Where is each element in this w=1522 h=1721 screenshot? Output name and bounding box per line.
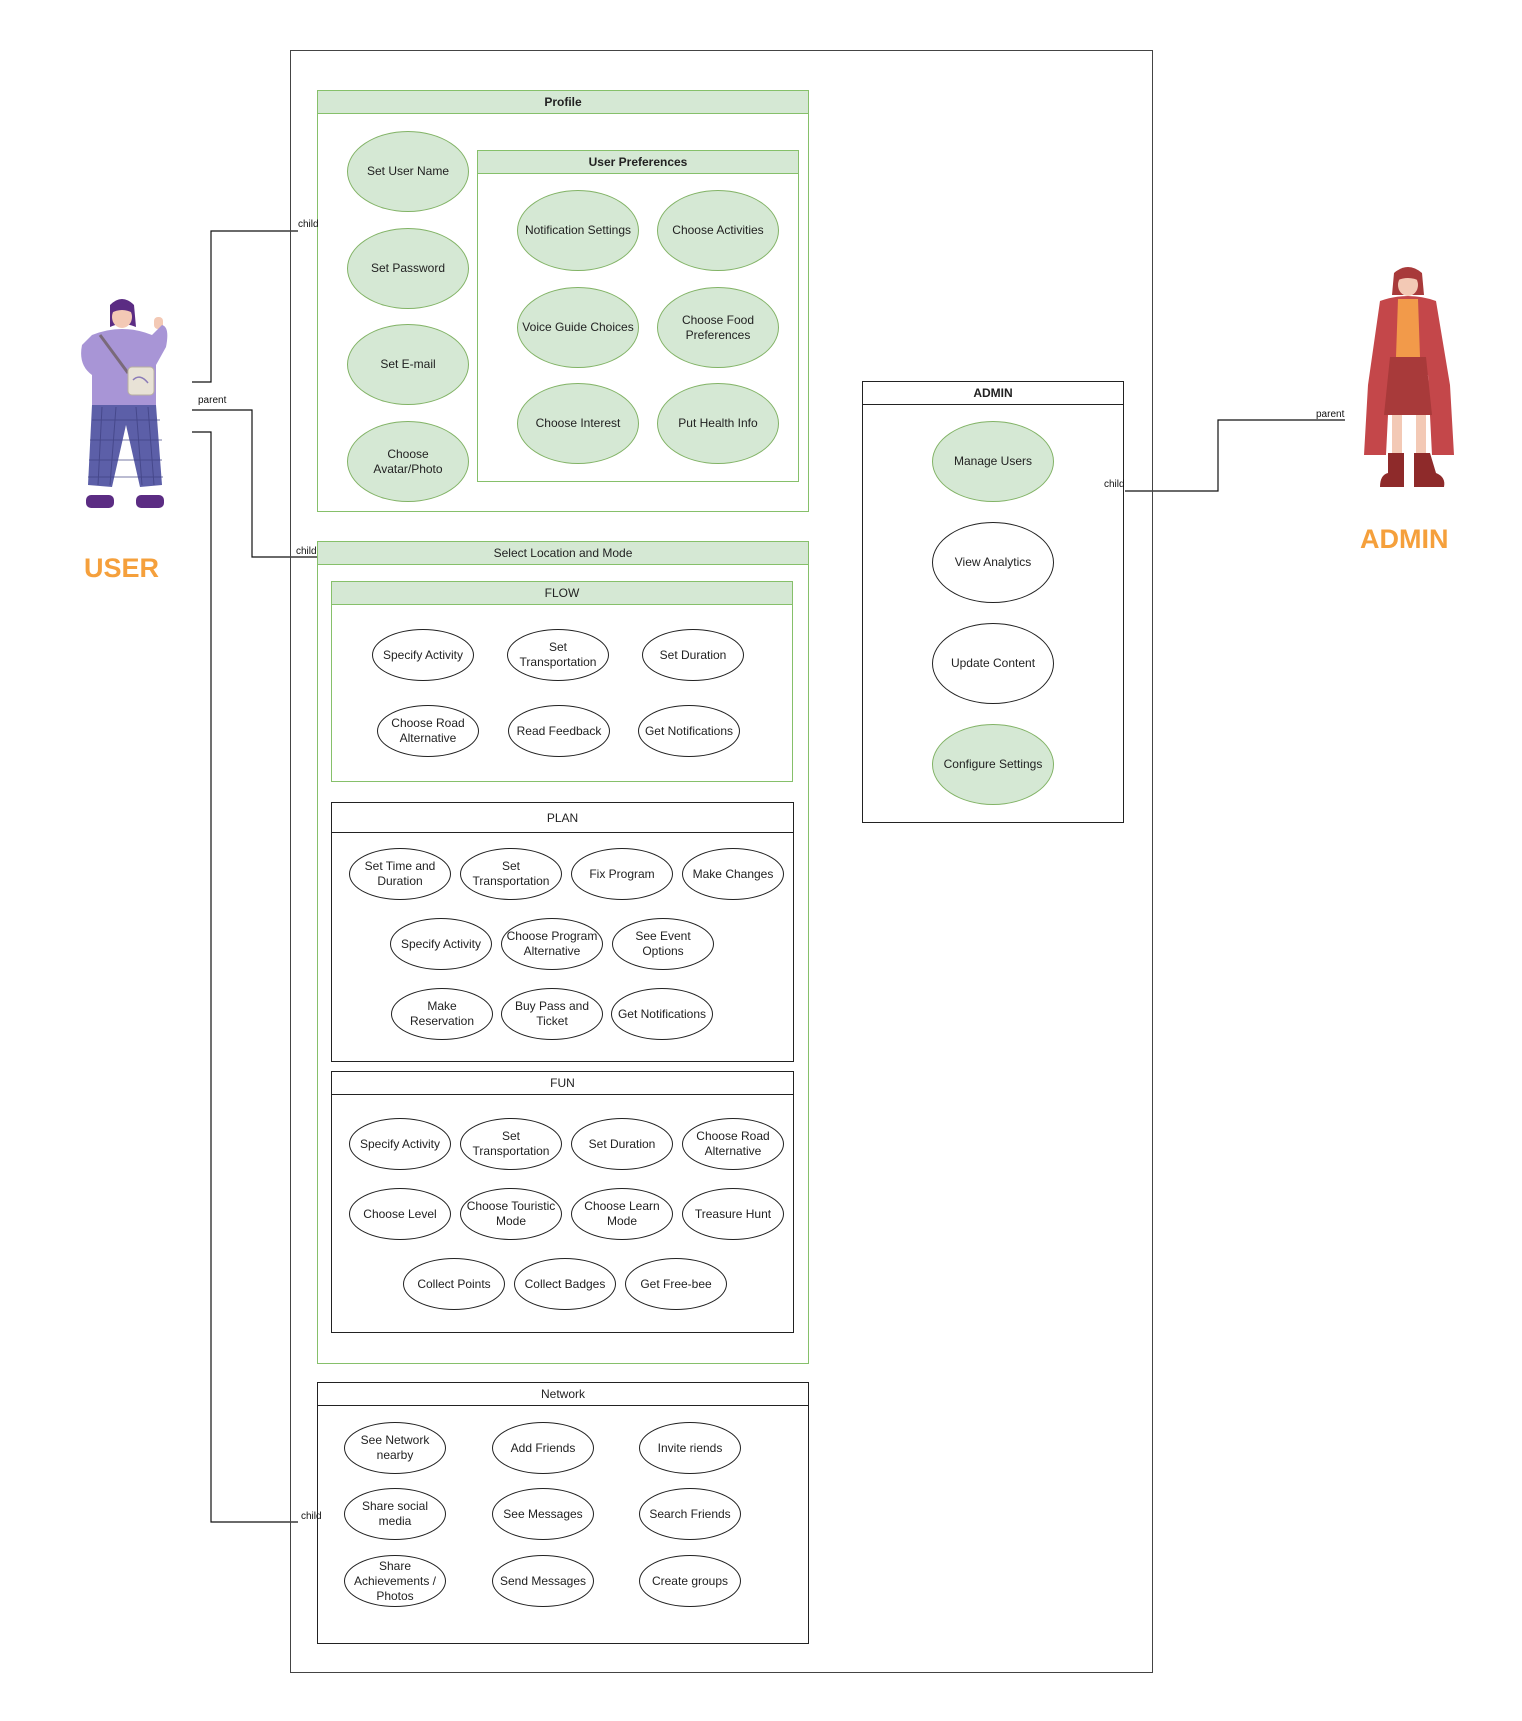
flow-package: FLOW <box>331 581 793 782</box>
usecase-flow-set-duration[interactable]: Set Duration <box>642 629 744 681</box>
fun-title: FUN <box>332 1072 793 1095</box>
admin-actor-illustration[interactable] <box>1350 265 1470 515</box>
usecase-fun-choose-learn-mode[interactable]: Choose Learn Mode <box>571 1188 673 1240</box>
usecase-flow-read-feedback[interactable]: Read Feedback <box>508 705 610 757</box>
usecase-plan-set-transportation[interactable]: Set Transportation <box>460 848 562 900</box>
network-package: Network <box>317 1382 809 1644</box>
usecase-flow-choose-road-alternative[interactable]: Choose Road Alternative <box>377 705 479 757</box>
connector-label-parent-user: parent <box>198 395 227 406</box>
admin-package: ADMIN <box>862 381 1124 823</box>
admin-actor-label: ADMIN <box>1360 524 1449 554</box>
usecase-fun-get-free-bee[interactable]: Get Free-bee <box>625 1258 727 1310</box>
usecase-fun-specify-activity[interactable]: Specify Activity <box>349 1118 451 1170</box>
usecase-update-content[interactable]: Update Content <box>932 623 1054 704</box>
user-actor-illustration[interactable] <box>70 295 180 520</box>
usecase-choose-activities[interactable]: Choose Activities <box>657 190 779 271</box>
usecase-configure-settings[interactable]: Configure Settings <box>932 724 1054 805</box>
usecase-plan-make-changes[interactable]: Make Changes <box>682 848 784 900</box>
usecase-fun-set-duration[interactable]: Set Duration <box>571 1118 673 1170</box>
usecase-fun-treasure-hunt[interactable]: Treasure Hunt <box>682 1188 784 1240</box>
usecase-plan-choose-program-alternative[interactable]: Choose Program Alternative <box>501 918 603 970</box>
usecase-invite-friends[interactable]: Invite riends <box>639 1422 741 1474</box>
usecase-search-friends[interactable]: Search Friends <box>639 1488 741 1540</box>
usecase-set-user-name[interactable]: Set User Name <box>347 131 469 212</box>
usecase-plan-get-notifications[interactable]: Get Notifications <box>611 988 713 1040</box>
fun-package: FUN <box>331 1071 794 1333</box>
usecase-share-social-media[interactable]: Share social media <box>344 1488 446 1540</box>
usecase-see-network-nearby[interactable]: See Network nearby <box>344 1422 446 1474</box>
usecase-plan-fix-program[interactable]: Fix Program <box>571 848 673 900</box>
usecase-notification-settings[interactable]: Notification Settings <box>517 190 639 271</box>
usecase-plan-set-time-duration[interactable]: Set Time and Duration <box>349 848 451 900</box>
usecase-view-analytics[interactable]: View Analytics <box>932 522 1054 603</box>
usecase-plan-see-event-options[interactable]: See Event Options <box>612 918 714 970</box>
usecase-set-password[interactable]: Set Password <box>347 228 469 309</box>
usecase-send-messages[interactable]: Send Messages <box>492 1555 594 1607</box>
location-mode-package: Select Location and Mode <box>317 541 809 1364</box>
usecase-put-health-info[interactable]: Put Health Info <box>657 383 779 464</box>
usecase-voice-guide-choices[interactable]: Voice Guide Choices <box>517 287 639 368</box>
user-actor-label: USER <box>84 553 160 583</box>
usecase-flow-specify-activity[interactable]: Specify Activity <box>372 629 474 681</box>
plan-package: PLAN <box>331 802 794 1062</box>
usecase-fun-choose-level[interactable]: Choose Level <box>349 1188 451 1240</box>
usecase-choose-food-preferences[interactable]: Choose Food Preferences <box>657 287 779 368</box>
usecase-choose-interest[interactable]: Choose Interest <box>517 383 639 464</box>
usecase-fun-choose-touristic-mode[interactable]: Choose Touristic Mode <box>460 1188 562 1240</box>
usecase-set-email[interactable]: Set E-mail <box>347 324 469 405</box>
usecase-add-friends[interactable]: Add Friends <box>492 1422 594 1474</box>
user-preferences-package: User Preferences <box>477 150 799 482</box>
usecase-fun-collect-points[interactable]: Collect Points <box>403 1258 505 1310</box>
usecase-plan-buy-pass-ticket[interactable]: Buy Pass and Ticket <box>501 988 603 1040</box>
usecase-fun-collect-badges[interactable]: Collect Badges <box>514 1258 616 1310</box>
profile-package: Profile <box>317 90 809 512</box>
usecase-share-achievements[interactable]: Share Achievements / Photos <box>344 1555 446 1607</box>
usecase-manage-users[interactable]: Manage Users <box>932 421 1054 502</box>
connector-label-parent-admin: parent <box>1316 409 1345 420</box>
usecase-see-messages[interactable]: See Messages <box>492 1488 594 1540</box>
usecase-plan-make-reservation[interactable]: Make Reservation <box>391 988 493 1040</box>
usecase-flow-get-notifications[interactable]: Get Notifications <box>638 705 740 757</box>
admin-box-title: ADMIN <box>863 382 1123 405</box>
system-boundary <box>290 50 1153 1673</box>
location-mode-title: Select Location and Mode <box>318 542 808 565</box>
usecase-fun-choose-road-alternative[interactable]: Choose Road Alternative <box>682 1118 784 1170</box>
usecase-plan-specify-activity[interactable]: Specify Activity <box>390 918 492 970</box>
connector-label-child-network: child <box>301 1511 322 1522</box>
profile-title: Profile <box>318 91 808 114</box>
user-preferences-title: User Preferences <box>478 151 798 174</box>
usecase-choose-avatar[interactable]: Choose Avatar/Photo <box>347 421 469 502</box>
network-title: Network <box>318 1383 808 1406</box>
usecase-create-groups[interactable]: Create groups <box>639 1555 741 1607</box>
flow-title: FLOW <box>332 582 792 605</box>
connector-label-child-profile: child <box>298 219 319 230</box>
connector-label-child-location: child <box>296 546 317 557</box>
connector-label-child-admin: child <box>1104 479 1125 490</box>
usecase-fun-set-transportation[interactable]: Set Transportation <box>460 1118 562 1170</box>
usecase-flow-set-transportation[interactable]: Set Transportation <box>507 629 609 681</box>
plan-title: PLAN <box>332 803 793 833</box>
